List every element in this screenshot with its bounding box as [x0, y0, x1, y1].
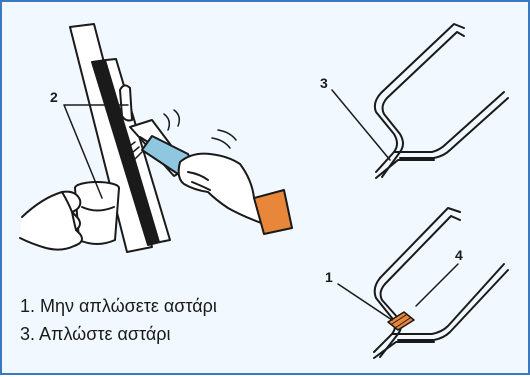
sleeve-cuff	[254, 190, 292, 234]
glass-clip	[120, 85, 132, 120]
primer-application-illustration	[20, 24, 292, 252]
callout-4-label: 4	[455, 247, 463, 263]
top-profile	[332, 24, 508, 178]
callout-3-label: 3	[320, 75, 328, 91]
callout-1-label: 1	[325, 269, 333, 285]
primer-bead	[388, 312, 414, 330]
caption-apply-primer: 3. Απλώστε αστάρι	[20, 324, 171, 345]
right-hand	[179, 154, 268, 224]
bottom-profile	[338, 208, 508, 358]
caption-do-not-apply: 1. Μην απλώσετε αστάρι	[20, 296, 217, 317]
left-hand	[20, 192, 82, 250]
callout-4-leader	[416, 264, 458, 306]
callout-2-label: 2	[50, 89, 58, 105]
motion-lines	[164, 110, 236, 148]
callout-3-leader	[332, 90, 390, 160]
